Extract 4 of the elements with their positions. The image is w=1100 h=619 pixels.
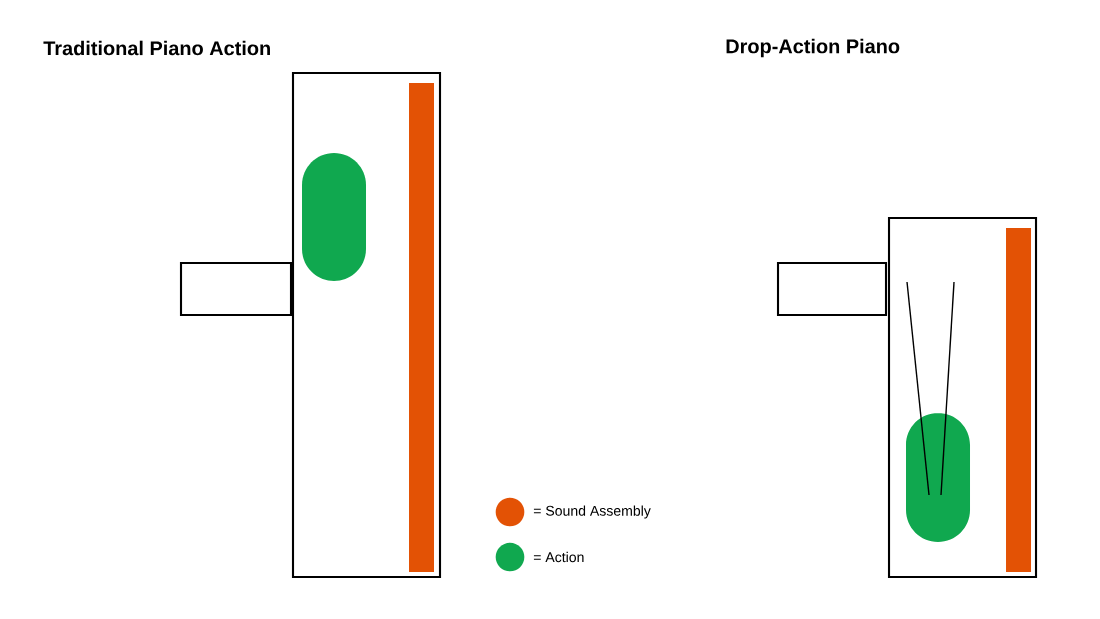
heading: Drop-Action Piano	[726, 38, 900, 58]
legend-label: = Sound Assembly	[533, 505, 651, 519]
heading: Traditional Piano Action	[43, 40, 270, 56]
legend-label: = Action	[533, 551, 584, 563]
